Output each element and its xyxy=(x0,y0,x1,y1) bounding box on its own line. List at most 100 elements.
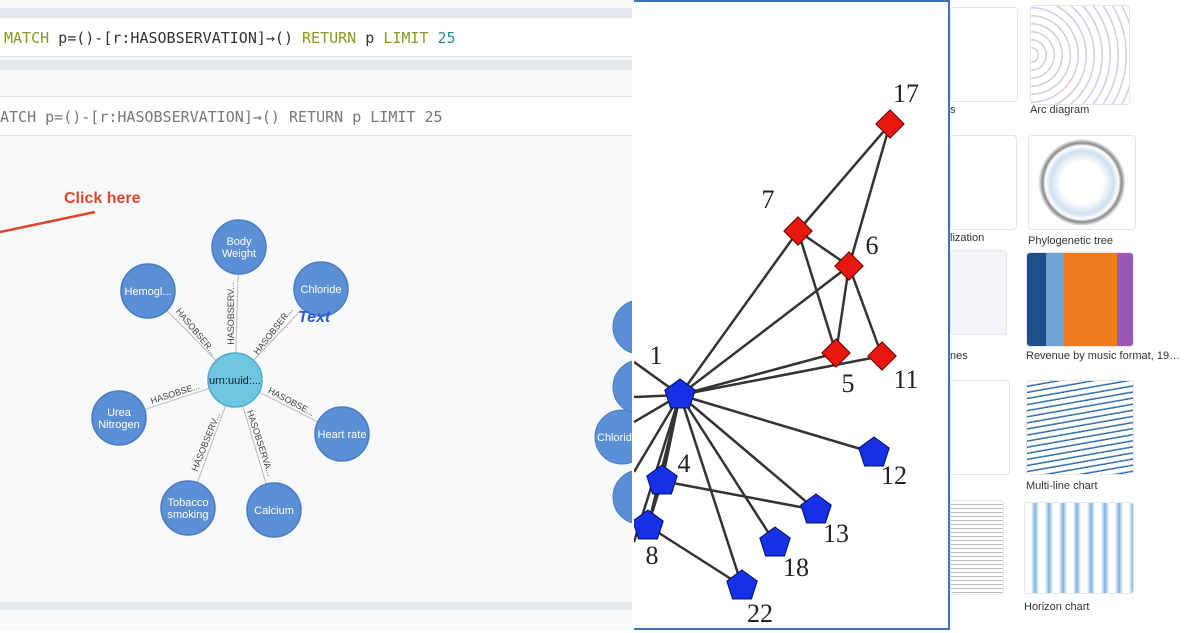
gallery-thumbnail[interactable] xyxy=(950,250,1007,335)
graph-node[interactable] xyxy=(612,360,632,414)
network-node-label: 5 xyxy=(842,369,855,398)
network-node-diamond xyxy=(834,251,864,281)
network-edge xyxy=(797,123,891,232)
graph-node[interactable] xyxy=(293,261,349,317)
graph-node-label: Body xyxy=(226,236,252,248)
query-token: p=()-[r:HASOBSERVATION]→() xyxy=(49,29,303,47)
gallery-thumbnail[interactable] xyxy=(1030,5,1130,105)
relationship-label: HASOBSER... xyxy=(252,305,295,356)
network-node-pentagon xyxy=(646,464,678,495)
gallery-caption[interactable]: lization xyxy=(950,232,985,244)
network-node-label: 17 xyxy=(893,79,919,108)
network-node-pentagon xyxy=(664,378,696,409)
graph-node-label: Calcium xyxy=(254,505,294,517)
network-node-pentagon xyxy=(726,569,758,600)
network-edge xyxy=(847,123,892,267)
query-token: p xyxy=(356,29,384,47)
network-node-diamond xyxy=(821,338,851,368)
graph-node[interactable] xyxy=(594,409,632,465)
graph-node[interactable] xyxy=(211,219,267,275)
network-edge xyxy=(678,230,800,396)
center-node[interactable] xyxy=(207,352,263,408)
network-node-label: 4 xyxy=(678,449,691,478)
query-token: MATCH xyxy=(4,29,50,47)
toolbar-strip xyxy=(0,8,632,17)
network-node-label: 12 xyxy=(881,461,907,490)
gallery-caption[interactable]: s xyxy=(950,104,956,116)
graph-node[interactable] xyxy=(612,470,632,524)
network-edge xyxy=(678,394,777,544)
chart-gallery: s Arc diagram lization Phylogenetic tree nes… xyxy=(950,0,1200,630)
query-token: LIMIT xyxy=(383,29,429,47)
graph-node-label: Weight xyxy=(222,248,256,260)
graph-node-label: smoking xyxy=(168,509,209,521)
network-node-pentagon xyxy=(800,493,832,524)
query-token: RETURN xyxy=(302,29,357,47)
network-node-label: 8 xyxy=(646,541,659,570)
graph-node-label: Tobacco xyxy=(168,497,209,509)
network-edge xyxy=(661,479,817,512)
gallery-thumbnail[interactable] xyxy=(950,7,1018,102)
neo4j-browser-panel: MATCH p=()-[r:HASOBSERVATION]→() RETURN … xyxy=(0,8,632,610)
annotation-arrow xyxy=(0,210,96,234)
gallery-thumbnail[interactable] xyxy=(1026,380,1134,475)
network-node-pentagon xyxy=(759,526,791,557)
graph-node[interactable] xyxy=(246,482,302,538)
network-edge xyxy=(834,265,851,354)
graph-node-label: Hemogl... xyxy=(124,286,171,298)
graph-node[interactable] xyxy=(120,263,176,319)
network-edge xyxy=(646,394,682,527)
relationship-label: HASOBSERVA... xyxy=(245,409,276,477)
gallery-thumbnail[interactable] xyxy=(1026,252,1134,347)
relationship-label: HASOBSERV... xyxy=(190,411,223,473)
gallery-caption[interactable]: Horizon chart xyxy=(1024,601,1090,613)
gallery-caption[interactable]: Revenue by music format, 19… xyxy=(1026,350,1181,362)
network-edge xyxy=(679,351,837,397)
network-edge xyxy=(679,394,817,511)
graph-node[interactable] xyxy=(91,390,147,446)
graph-node[interactable] xyxy=(160,480,216,536)
gallery-thumbnail[interactable] xyxy=(950,380,1010,475)
gallery-caption[interactable]: Multi-line chart xyxy=(1026,480,1098,492)
result-frame-bottom xyxy=(0,602,632,610)
network-node-label: 18 xyxy=(783,553,809,582)
network-node-diamond xyxy=(783,216,813,246)
network-edge xyxy=(847,265,884,357)
relationship-label: HASOBSE... xyxy=(266,385,316,418)
network-node-label: 7 xyxy=(762,185,775,214)
graph-node[interactable] xyxy=(612,300,632,354)
text-overlay: Text xyxy=(298,309,331,326)
result-query-header: ATCH p=()-[r:HASOBSERVATION]→() RETURN p… xyxy=(0,96,632,136)
network-node-label: 22 xyxy=(747,599,773,628)
network-node-pentagon xyxy=(858,436,890,467)
graph-node-label: Heart rate xyxy=(318,429,367,441)
network-node-label: 6 xyxy=(866,231,879,260)
gallery-caption[interactable]: nes xyxy=(950,350,968,362)
graph-node-label: Chloride xyxy=(301,284,342,296)
network-edge xyxy=(796,230,838,354)
gallery-thumbnail[interactable] xyxy=(1028,135,1136,230)
center-node-label: urn:uuid:... xyxy=(209,375,261,387)
gallery-caption[interactable]: Phylogenetic tree xyxy=(1028,235,1113,247)
relationship-label: HASOBSERV... xyxy=(226,282,236,345)
network-edge xyxy=(679,393,875,455)
graph-node[interactable] xyxy=(314,406,370,462)
gallery-caption[interactable]: Arc diagram xyxy=(1030,104,1090,116)
gallery-thumbnail[interactable] xyxy=(950,500,1004,595)
network-edge xyxy=(679,265,850,396)
graph-node-label: Urea xyxy=(107,407,132,419)
gallery-thumbnail[interactable] xyxy=(950,135,1017,230)
network-edge xyxy=(679,354,883,397)
network-node-diamond xyxy=(875,109,905,139)
graph-node-label: Chlorid xyxy=(597,432,632,444)
graph-node-label: Nitrogen xyxy=(98,419,140,431)
annotation-label: Click here xyxy=(64,190,141,207)
network-node-diamond xyxy=(867,341,897,371)
network-edge xyxy=(647,524,743,588)
query-editor[interactable]: MATCH p=()-[r:HASOBSERVATION]→() RETURN … xyxy=(0,17,632,57)
divider xyxy=(0,60,632,70)
network-node-pentagon xyxy=(632,509,664,540)
gallery-thumbnail[interactable] xyxy=(1024,502,1134,594)
